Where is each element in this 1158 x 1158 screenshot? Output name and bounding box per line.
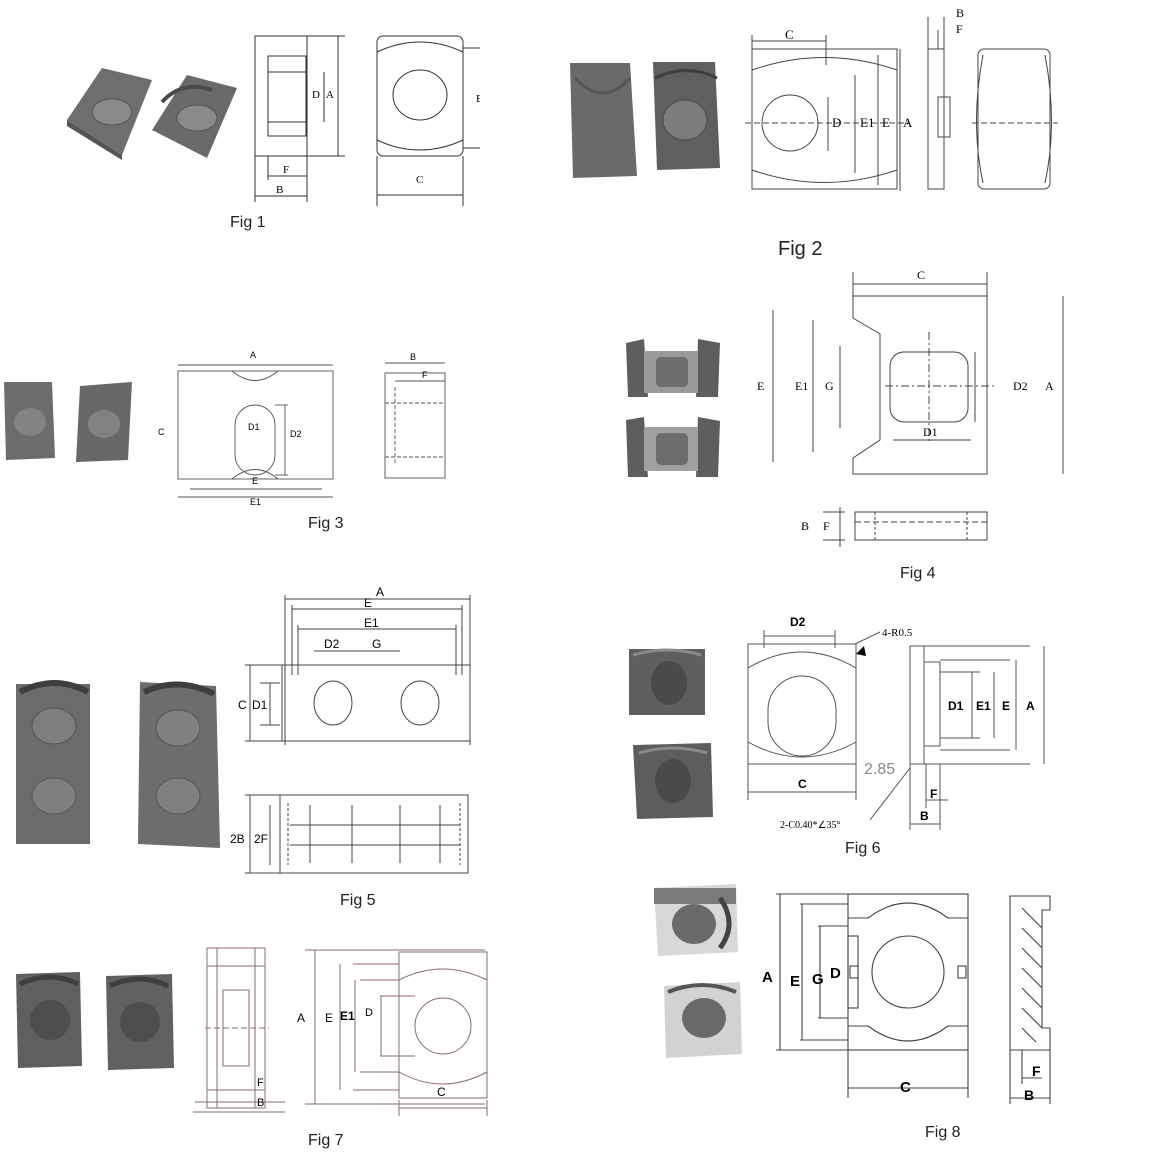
fig8-label-E: E	[790, 973, 800, 990]
fig6-label-A: A	[1026, 699, 1035, 713]
fig8-label-B: B	[1024, 1087, 1034, 1103]
fig1-label-C: C	[416, 174, 423, 186]
fig7-label-F: F	[257, 1077, 264, 1089]
fig4-label-D2: D2	[1013, 379, 1028, 393]
fig5-label-E1: E1	[364, 616, 379, 630]
fig8-drawing: A E G D C F B	[762, 893, 1051, 1104]
fig2-caption: Fig 2	[778, 238, 823, 260]
fig6-label-E1: E1	[976, 699, 991, 713]
fig1-label-A: A	[326, 89, 334, 101]
fig6-label-chamfer: 2-C0.40*∠35°	[780, 820, 840, 831]
fig6-caption: Fig 6	[845, 840, 881, 857]
fig3-label-E1: E1	[250, 497, 261, 507]
fig6-label-C: C	[798, 777, 807, 791]
fig5-label-2F: 2F	[254, 832, 268, 846]
fig4-drawing: C E E1 G D1 D2 A B F	[757, 268, 1064, 547]
fig3-label-F: F	[422, 370, 428, 380]
fig7-label-E1: E1	[340, 1009, 355, 1023]
fig8-caption: Fig 8	[925, 1124, 961, 1141]
fig5-label-D1: D1	[252, 698, 268, 712]
fig7-label-A: A	[297, 1011, 305, 1025]
fig5-photo	[16, 680, 220, 848]
fig4-label-A: A	[1045, 379, 1054, 393]
fig1-label-D: D	[312, 89, 320, 101]
fig5-drawing: A E E1 D2 G C D1 2B 2F	[230, 585, 471, 874]
fig5-label-D2: D2	[324, 637, 340, 651]
fig8-label-D: D	[830, 965, 841, 982]
fig8-label-C: C	[900, 1079, 911, 1096]
fig7-photo	[16, 972, 174, 1070]
fig2-drawing: C D E1 E A B F	[745, 6, 1058, 191]
fig3-label-E: E	[252, 476, 258, 486]
fig1-caption: Fig 1	[230, 214, 266, 231]
fig6-label-D2: D2	[790, 615, 806, 629]
fig2-label-A: A	[903, 115, 913, 130]
fig5-label-C: C	[238, 698, 247, 712]
fig6-label-D1: D1	[948, 699, 964, 713]
fig4-label-F: F	[823, 519, 830, 533]
fig4-label-E1: E1	[795, 379, 808, 393]
fig7-caption: Fig 7	[308, 1132, 344, 1149]
fig2-label-E: E	[882, 115, 890, 130]
fig2-label-F: F	[956, 22, 963, 36]
fig6-label-F: F	[930, 787, 937, 801]
fig1-label-B: B	[276, 184, 283, 196]
fig5-label-A: A	[376, 585, 384, 599]
fig2-label-C: C	[785, 27, 794, 42]
fig8-photo	[654, 884, 742, 1058]
fig6-label-R: 4-R0.5	[882, 627, 913, 639]
fig6-label-B: B	[920, 809, 929, 823]
fig1-photo	[67, 68, 237, 160]
fig2-label-D: D	[832, 115, 841, 130]
fig3-label-A: A	[250, 350, 256, 360]
fig8-label-G: G	[812, 971, 824, 988]
fig3-photo	[4, 382, 132, 462]
fig5-label-E: E	[364, 596, 372, 610]
fig3-label-D2: D2	[290, 429, 302, 439]
fig3-caption: Fig 3	[308, 515, 344, 532]
fig4-label-B: B	[801, 519, 809, 533]
fig6-arrowhead	[856, 646, 866, 656]
fig6-label-E: E	[1002, 699, 1010, 713]
fig4-label-D1: D1	[923, 425, 938, 439]
fig2-label-E1: E1	[860, 115, 874, 130]
fig4-label-E: E	[757, 379, 764, 393]
fig4-label-G: G	[825, 379, 834, 393]
fig7-label-D: D	[365, 1007, 373, 1019]
fig7-label-E: E	[325, 1011, 333, 1025]
fig5-caption: Fig 5	[340, 892, 376, 909]
fig2-label-B: B	[956, 6, 964, 20]
fig4-caption: Fig 4	[900, 565, 936, 582]
fig1-label-E: E	[476, 93, 480, 105]
fig4-label-C: C	[917, 268, 925, 282]
fig7-drawing: A E E1 D C F B	[193, 947, 488, 1116]
fig3-drawing: A C D1 D2 E E1 B F	[158, 350, 446, 507]
fig4-photo	[626, 339, 720, 477]
fig5-label-G: G	[372, 637, 381, 651]
fig6-label-dim: 2.85	[864, 761, 895, 778]
fig3-label-C: C	[158, 427, 165, 437]
fig1-label-F: F	[283, 164, 289, 176]
fig1-drawing: D A E F B C	[254, 35, 480, 206]
fig5-label-2B: 2B	[230, 832, 245, 846]
fig7-label-B: B	[257, 1097, 264, 1109]
fig8-label-A: A	[762, 969, 773, 986]
fig3-label-B: B	[410, 352, 416, 362]
fig6-drawing: D2 4-R0.5 D1 E1 E A 2.85 F B C 2-C0.40*∠…	[747, 615, 1045, 831]
fig2-photo	[570, 62, 720, 178]
fig7-label-C: C	[437, 1085, 446, 1099]
fig6-photo	[629, 648, 713, 819]
fig3-label-D1: D1	[248, 422, 260, 432]
fig8-label-F: F	[1032, 1063, 1041, 1079]
